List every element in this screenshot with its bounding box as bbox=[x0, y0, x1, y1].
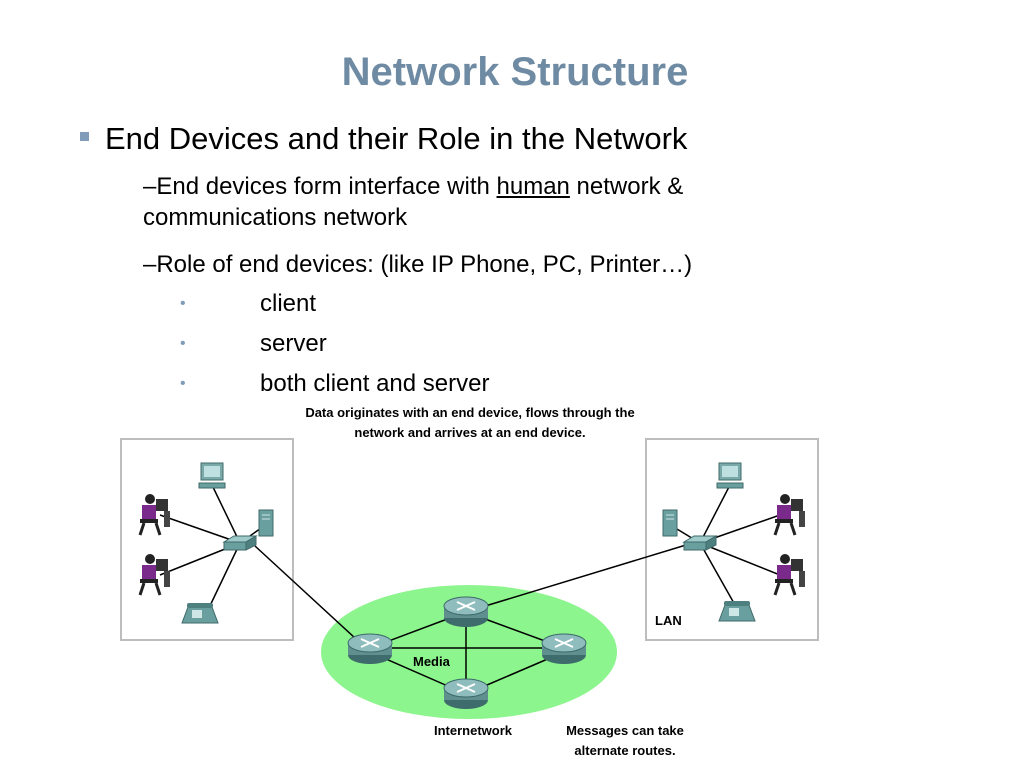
media-label: Media bbox=[413, 654, 450, 669]
role-client: •client bbox=[180, 290, 317, 317]
square-bullet-icon bbox=[80, 132, 89, 141]
ip-phone-icon bbox=[181, 602, 219, 624]
role-server: •server bbox=[180, 330, 327, 357]
router-right bbox=[541, 633, 587, 665]
dot-bullet-icon: • bbox=[180, 335, 186, 352]
human-link: human bbox=[496, 173, 570, 200]
internetwork-cloud bbox=[321, 585, 617, 719]
server-icon bbox=[258, 509, 274, 537]
sub-bullet-interface: –End devices form interface with human n… bbox=[143, 173, 684, 231]
sub-bullet-roles: –Role of end devices: (like IP Phone, PC… bbox=[143, 251, 693, 278]
dot-bullet-icon: • bbox=[180, 295, 186, 312]
ip-phone-icon bbox=[718, 600, 756, 622]
role-both: •both client and server bbox=[180, 370, 490, 397]
routes-caption: Messages can take alternate routes. bbox=[566, 723, 684, 758]
slide-title: Network Structure bbox=[341, 50, 689, 94]
bullet-end-devices: End Devices and their Role in the Networ… bbox=[80, 121, 687, 157]
router-left bbox=[347, 633, 393, 665]
lan-label: LAN bbox=[655, 613, 682, 628]
diagram-caption: Data originates with an end device, flow… bbox=[305, 405, 635, 440]
pc-icon bbox=[716, 462, 744, 489]
dot-bullet-icon: • bbox=[180, 375, 186, 392]
internetwork-label: Internetwork bbox=[433, 723, 512, 738]
pc-icon bbox=[198, 462, 226, 489]
router-bottom bbox=[443, 678, 489, 710]
router-top bbox=[443, 596, 489, 628]
server-icon bbox=[662, 509, 678, 537]
